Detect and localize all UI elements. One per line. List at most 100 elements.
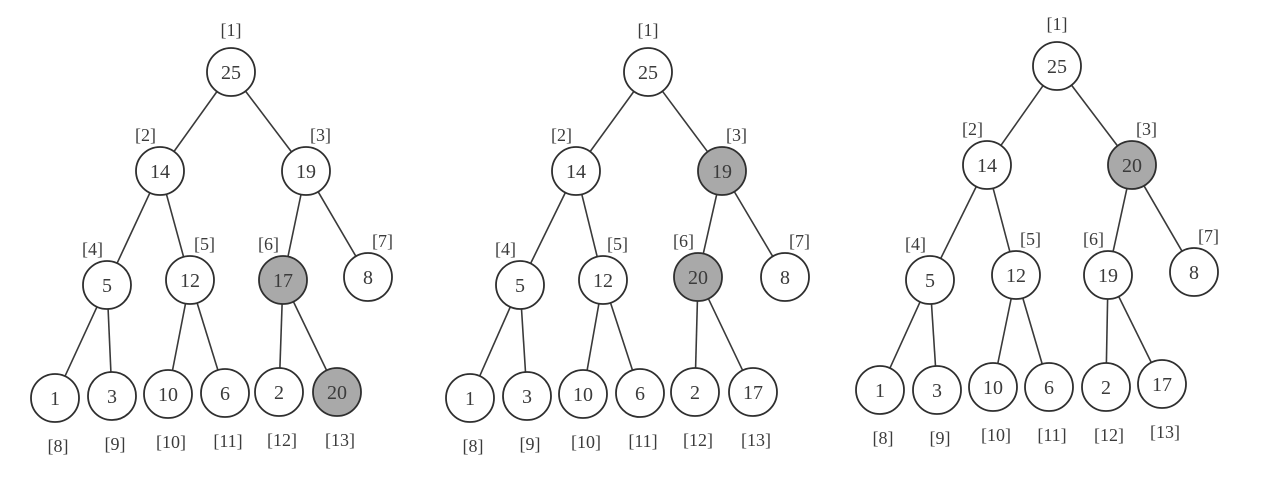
heap-node-3: 19[3]: [281, 125, 331, 196]
node-index-label: [11]: [628, 431, 657, 451]
node-index-label: [2]: [551, 125, 572, 145]
node-value: 6: [1044, 377, 1054, 399]
node-index-label: [5]: [1020, 229, 1041, 249]
node-circle: [912, 365, 962, 415]
heap-node-11: 6 [11]: [1024, 362, 1074, 445]
heap-node-4: 5 [4]: [82, 239, 132, 310]
node-circle: [206, 47, 256, 97]
heap-node-11: 6 [11]: [615, 368, 665, 451]
node-value: 8: [1189, 262, 1199, 284]
node-index-label: [6]: [673, 231, 694, 251]
node-value: 6: [635, 383, 645, 405]
node-value: 2: [274, 382, 284, 404]
heap-node-12: 2 [12]: [254, 367, 304, 450]
edge-3-7: [1143, 185, 1183, 252]
heap-node-3: 20[3]: [1107, 119, 1157, 190]
node-value: 1: [50, 388, 60, 410]
node-value: 2: [1101, 377, 1111, 399]
node-value: 12: [180, 270, 200, 292]
node-index-label: [8]: [48, 436, 69, 456]
node-index-label: [9]: [520, 434, 541, 454]
edge-5-11: [196, 302, 219, 371]
heap-node-6: 17[6]: [258, 234, 308, 305]
node-index-label: [13]: [1150, 422, 1180, 442]
node-circle: [445, 373, 495, 423]
node-index-label: [7]: [789, 231, 810, 251]
node-index-label: [9]: [930, 428, 951, 448]
heap-node-1: 25[1]: [623, 20, 673, 97]
node-value: 19: [296, 161, 316, 183]
node-index-label: [4]: [82, 239, 103, 259]
node-index-label: [4]: [905, 234, 926, 254]
heap-node-4: 5[4]: [495, 239, 545, 310]
heap-node-10: 10[10]: [143, 369, 193, 452]
heap-node-9: 3[9]: [502, 371, 552, 454]
node-value: 5: [102, 275, 112, 297]
node-circle: [82, 260, 132, 310]
node-circle: [165, 255, 215, 305]
heap-node-13: 20[13]: [312, 367, 362, 450]
edge-2-4: [529, 192, 567, 264]
edge-4-8: [889, 301, 921, 369]
node-index-label: [4]: [495, 239, 516, 259]
node-circle: [962, 140, 1012, 190]
node-value: 3: [107, 386, 117, 408]
node-index-label: [10]: [981, 425, 1011, 445]
highlighted-node-circle: [1107, 140, 1157, 190]
heap-node-8: 1[8]: [445, 373, 495, 456]
heap-node-12: 2 [12]: [1081, 362, 1131, 445]
node-value: 6: [220, 383, 230, 405]
node-value: 8: [780, 267, 790, 289]
heap-node-3: 19[3]: [697, 125, 747, 196]
edge-1-2: [173, 91, 218, 152]
node-value: 5: [925, 270, 935, 292]
edge-1-2: [589, 90, 635, 153]
edge-3-6: [1112, 188, 1128, 252]
edge-5-10: [586, 303, 600, 371]
heap-node-6: 19[6]: [1083, 229, 1133, 300]
node-index-label: [11]: [1037, 425, 1066, 445]
node-value: 8: [363, 267, 373, 289]
heap-node-1: 25[1]: [1032, 14, 1082, 91]
highlighted-node-circle: [673, 252, 723, 302]
node-circle: [135, 146, 185, 196]
node-value: 14: [150, 161, 170, 183]
node-circle: [200, 368, 250, 418]
node-circle: [1137, 359, 1187, 409]
node-index-label: [12]: [1094, 425, 1124, 445]
node-index-label: [10]: [156, 432, 186, 452]
edge-5-11: [609, 302, 634, 371]
edge-6-13: [707, 298, 744, 371]
heap-node-5: 12[5]: [991, 229, 1041, 300]
edge-2-5: [581, 194, 598, 257]
edge-6-13: [292, 301, 328, 371]
highlighted-node-circle: [697, 146, 747, 196]
node-value: 3: [932, 380, 942, 402]
heap-tree-3: 25[1]14[2]20[3]5[4]12[5]19[6]8[7]1[8]3[9…: [855, 14, 1219, 448]
node-value: 17: [273, 270, 293, 292]
edge-4-8: [478, 306, 512, 377]
heap-node-9: 3[9]: [87, 371, 137, 454]
node-circle: [991, 250, 1041, 300]
node-circle: [343, 252, 393, 302]
node-index-label: [12]: [267, 430, 297, 450]
node-circle: [615, 368, 665, 418]
heap-node-13: 17[13]: [728, 367, 778, 450]
node-circle: [670, 367, 720, 417]
node-index-label: [5]: [194, 234, 215, 254]
node-circle: [728, 367, 778, 417]
heap-node-7: 8[7]: [343, 231, 393, 302]
heap-tree-2: 25[1]14[2]19[3]5[4]12[5]20[6]8[7]1[8]3[9…: [445, 20, 810, 456]
edge-3-6: [287, 194, 302, 257]
node-circle: [551, 146, 601, 196]
node-circle: [623, 47, 673, 97]
edge-3-7: [317, 191, 357, 257]
node-value: 2: [690, 382, 700, 404]
node-value: 1: [465, 388, 475, 410]
node-circle: [30, 373, 80, 423]
node-value: 17: [1152, 374, 1172, 396]
node-circle: [502, 371, 552, 421]
node-value: 20: [688, 267, 708, 289]
edge-1-2: [1000, 85, 1044, 146]
node-index-label: [11]: [213, 431, 242, 451]
